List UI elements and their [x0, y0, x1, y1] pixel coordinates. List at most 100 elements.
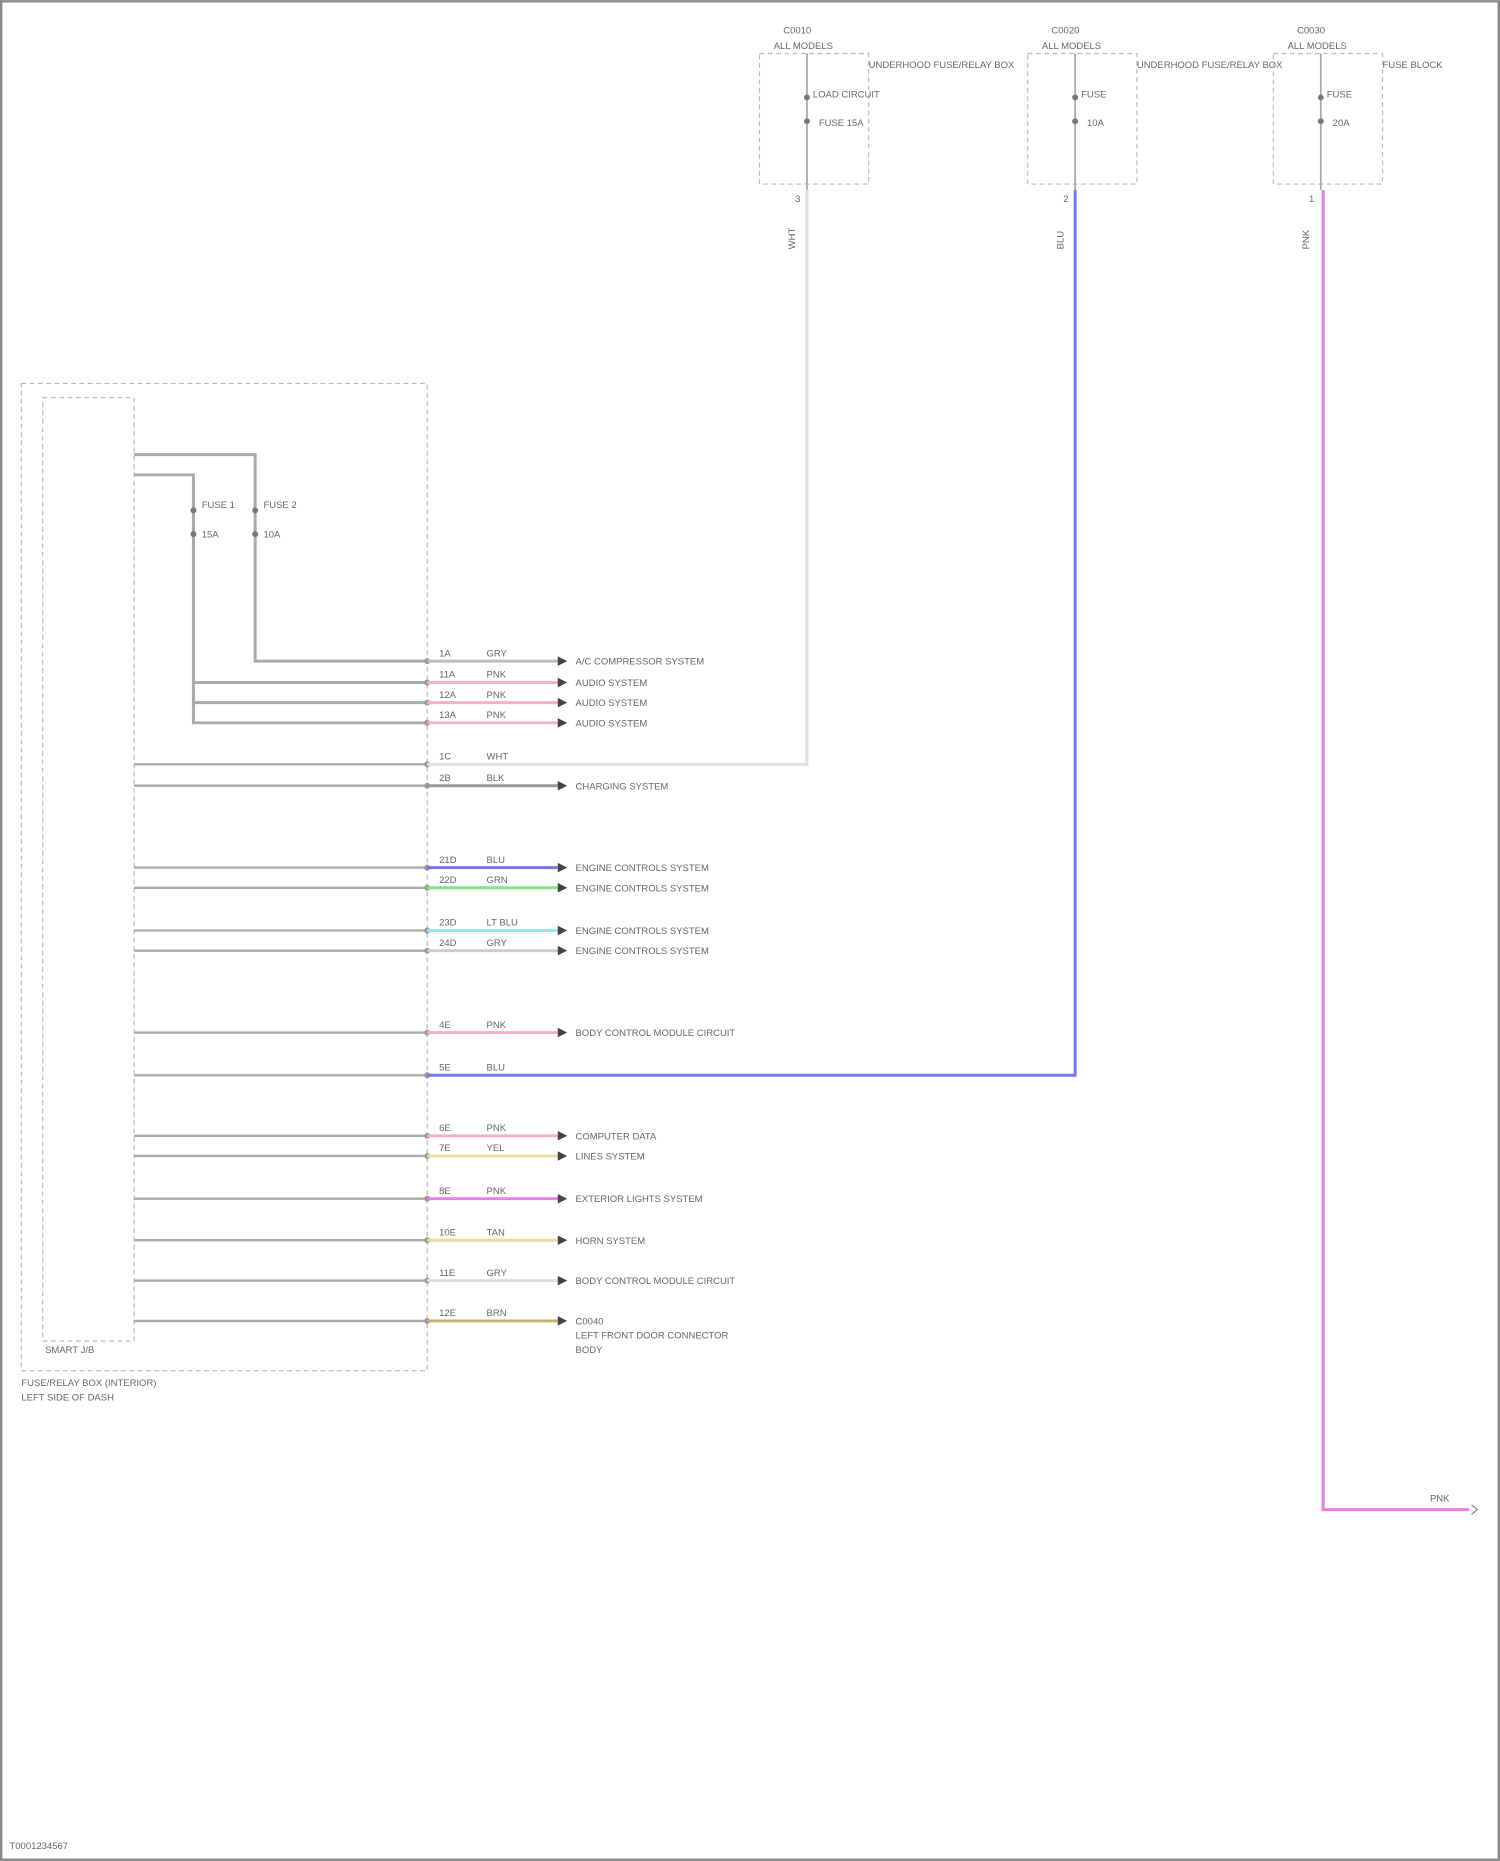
- fuse-2-amp: 10A: [263, 530, 281, 541]
- wire-color-code: BLU: [487, 855, 506, 866]
- fuse-1-name: FUSE 1: [202, 500, 235, 511]
- module-name: SMART J/B: [45, 1345, 94, 1356]
- fuse-terminal: [1072, 94, 1078, 100]
- destination-label: ENGINE CONTROLS SYSTEM: [576, 883, 709, 894]
- connector-fuse-sub: FUSE 15A: [819, 118, 864, 129]
- arrow-icon: [558, 1131, 567, 1140]
- connector-desc: FUSE BLOCK: [1383, 60, 1444, 71]
- pin-number: 22D: [439, 875, 457, 886]
- connector-fuse: FUSE: [1081, 89, 1106, 100]
- pin-number: 12E: [439, 1308, 456, 1319]
- destination-label: AUDIO SYSTEM: [576, 698, 648, 709]
- connector-desc: UNDERHOOD FUSE/RELAY BOX: [1137, 60, 1283, 71]
- wire-color-code: PNK: [487, 670, 507, 681]
- arrow-icon: [558, 718, 567, 727]
- pin-number: 8E: [439, 1186, 451, 1197]
- wire-row: 22D GRN ENGINE CONTROLS SYSTEM: [134, 875, 709, 894]
- arrow-icon: [558, 1028, 567, 1037]
- destination-label: EXTERIOR LIGHTS SYSTEM: [576, 1194, 703, 1205]
- destination-label: COMPUTER DATA: [576, 1131, 657, 1142]
- module-label-1: FUSE/RELAY BOX (INTERIOR): [21, 1378, 156, 1389]
- pin-number: 7E: [439, 1143, 451, 1154]
- smart-jb-outline: [43, 398, 134, 1341]
- wire-row: 12EBRNC0040LEFT FRONT DOOR CONNECTORBODY: [134, 1308, 728, 1356]
- connector-pin: 2: [1063, 194, 1068, 205]
- connector-1: C0010ALL MODELSUNDERHOOD FUSE/RELAY BOXL…: [759, 25, 1014, 249]
- destination-label: ENGINE CONTROLS SYSTEM: [576, 863, 709, 874]
- arrow-icon: [558, 781, 567, 790]
- fuse-1-terminal: [190, 531, 196, 537]
- connector-desc: UNDERHOOD FUSE/RELAY BOX: [869, 60, 1015, 71]
- fuse-1-amp: 15A: [202, 530, 220, 541]
- wire-color-code: PNK: [487, 1123, 507, 1134]
- wire-color-code: WHT: [487, 752, 509, 763]
- pin-number: 5E: [439, 1063, 451, 1074]
- destination-label: BODY CONTROL MODULE CIRCUIT: [576, 1028, 736, 1039]
- destination-label-2: LEFT FRONT DOOR CONNECTOR: [576, 1331, 729, 1342]
- wire-color-code: BLK: [487, 773, 506, 784]
- arrow-icon: [558, 678, 567, 687]
- arrow-icon: [558, 1316, 567, 1325]
- wire-color-code: GRN: [487, 875, 508, 886]
- wire-row: 10ETANHORN SYSTEM: [134, 1227, 645, 1246]
- fuse-terminal: [1072, 118, 1078, 124]
- destination-label: ENGINE CONTROLS SYSTEM: [576, 946, 709, 957]
- wire-row: 24DGRYENGINE CONTROLS SYSTEM: [134, 938, 709, 957]
- wire-color-code: GRY: [487, 1268, 508, 1279]
- connector-sub: ALL MODELS: [1042, 41, 1101, 52]
- connector-fuse-sub: 10A: [1087, 118, 1105, 129]
- pin-number: 21D: [439, 855, 457, 866]
- destination-label: C0040: [576, 1316, 604, 1327]
- arrow-icon: [558, 1235, 567, 1244]
- pink-wire-code: PNK: [1430, 1493, 1450, 1504]
- connector-name: C0020: [1051, 25, 1079, 36]
- connector-sub: ALL MODELS: [1288, 41, 1347, 52]
- connector-fuse: LOAD CIRCUIT: [813, 89, 880, 100]
- wire-row: 21D BLU ENGINE CONTROLS SYSTEM: [134, 855, 709, 874]
- arrow-icon: [558, 1151, 567, 1160]
- wire-row: 8E PNK EXTERIOR LIGHTS SYSTEM: [134, 1186, 703, 1205]
- wire-color-code: PNK: [487, 1186, 507, 1197]
- connector-fuse-sub: 20A: [1333, 118, 1351, 129]
- pin-number: 1C: [439, 752, 451, 763]
- wire-color-code: GRY: [487, 648, 508, 659]
- pin-number: 24D: [439, 938, 457, 949]
- pin-number: 23D: [439, 918, 457, 929]
- connector-name: C0030: [1297, 25, 1325, 36]
- connector-wire-code: BLU: [1055, 231, 1066, 250]
- pin-number: 11E: [439, 1268, 455, 1279]
- fuse-1-terminal: [190, 507, 196, 513]
- destination-label: AUDIO SYSTEM: [576, 678, 648, 689]
- arrow-icon: [558, 946, 567, 955]
- footer-code: T0001234567: [9, 1841, 68, 1852]
- fuse-terminal: [1318, 118, 1324, 124]
- connector-pin: 1: [1309, 194, 1314, 205]
- arrow-icon: [558, 1194, 567, 1203]
- fuse-2-name: FUSE 2: [263, 500, 296, 511]
- pin-number: 10E: [439, 1227, 456, 1238]
- pink-wire-from-conn-3: [1323, 190, 1469, 1510]
- wire-color-code: PNK: [487, 710, 507, 721]
- wire-color-code: PNK: [487, 1020, 507, 1031]
- wire-color-code: LT BLU: [487, 918, 518, 929]
- arrow-icon: [558, 656, 567, 665]
- wire-color-code: PNK: [487, 690, 507, 701]
- arrow-icon: [558, 926, 567, 935]
- destination-label: A/C COMPRESSOR SYSTEM: [576, 657, 705, 668]
- fuse-2-terminal: [252, 531, 258, 537]
- destination-label: AUDIO SYSTEM: [576, 718, 648, 729]
- pin-number: 2B: [439, 773, 451, 784]
- connector-sub: ALL MODELS: [774, 41, 833, 52]
- destination-label: LINES SYSTEM: [576, 1152, 645, 1163]
- wire-row: 11EGRYBODY CONTROL MODULE CIRCUIT: [134, 1268, 735, 1287]
- module-label-2: LEFT SIDE OF DASH: [21, 1392, 114, 1403]
- internal-feed-2: [134, 475, 427, 723]
